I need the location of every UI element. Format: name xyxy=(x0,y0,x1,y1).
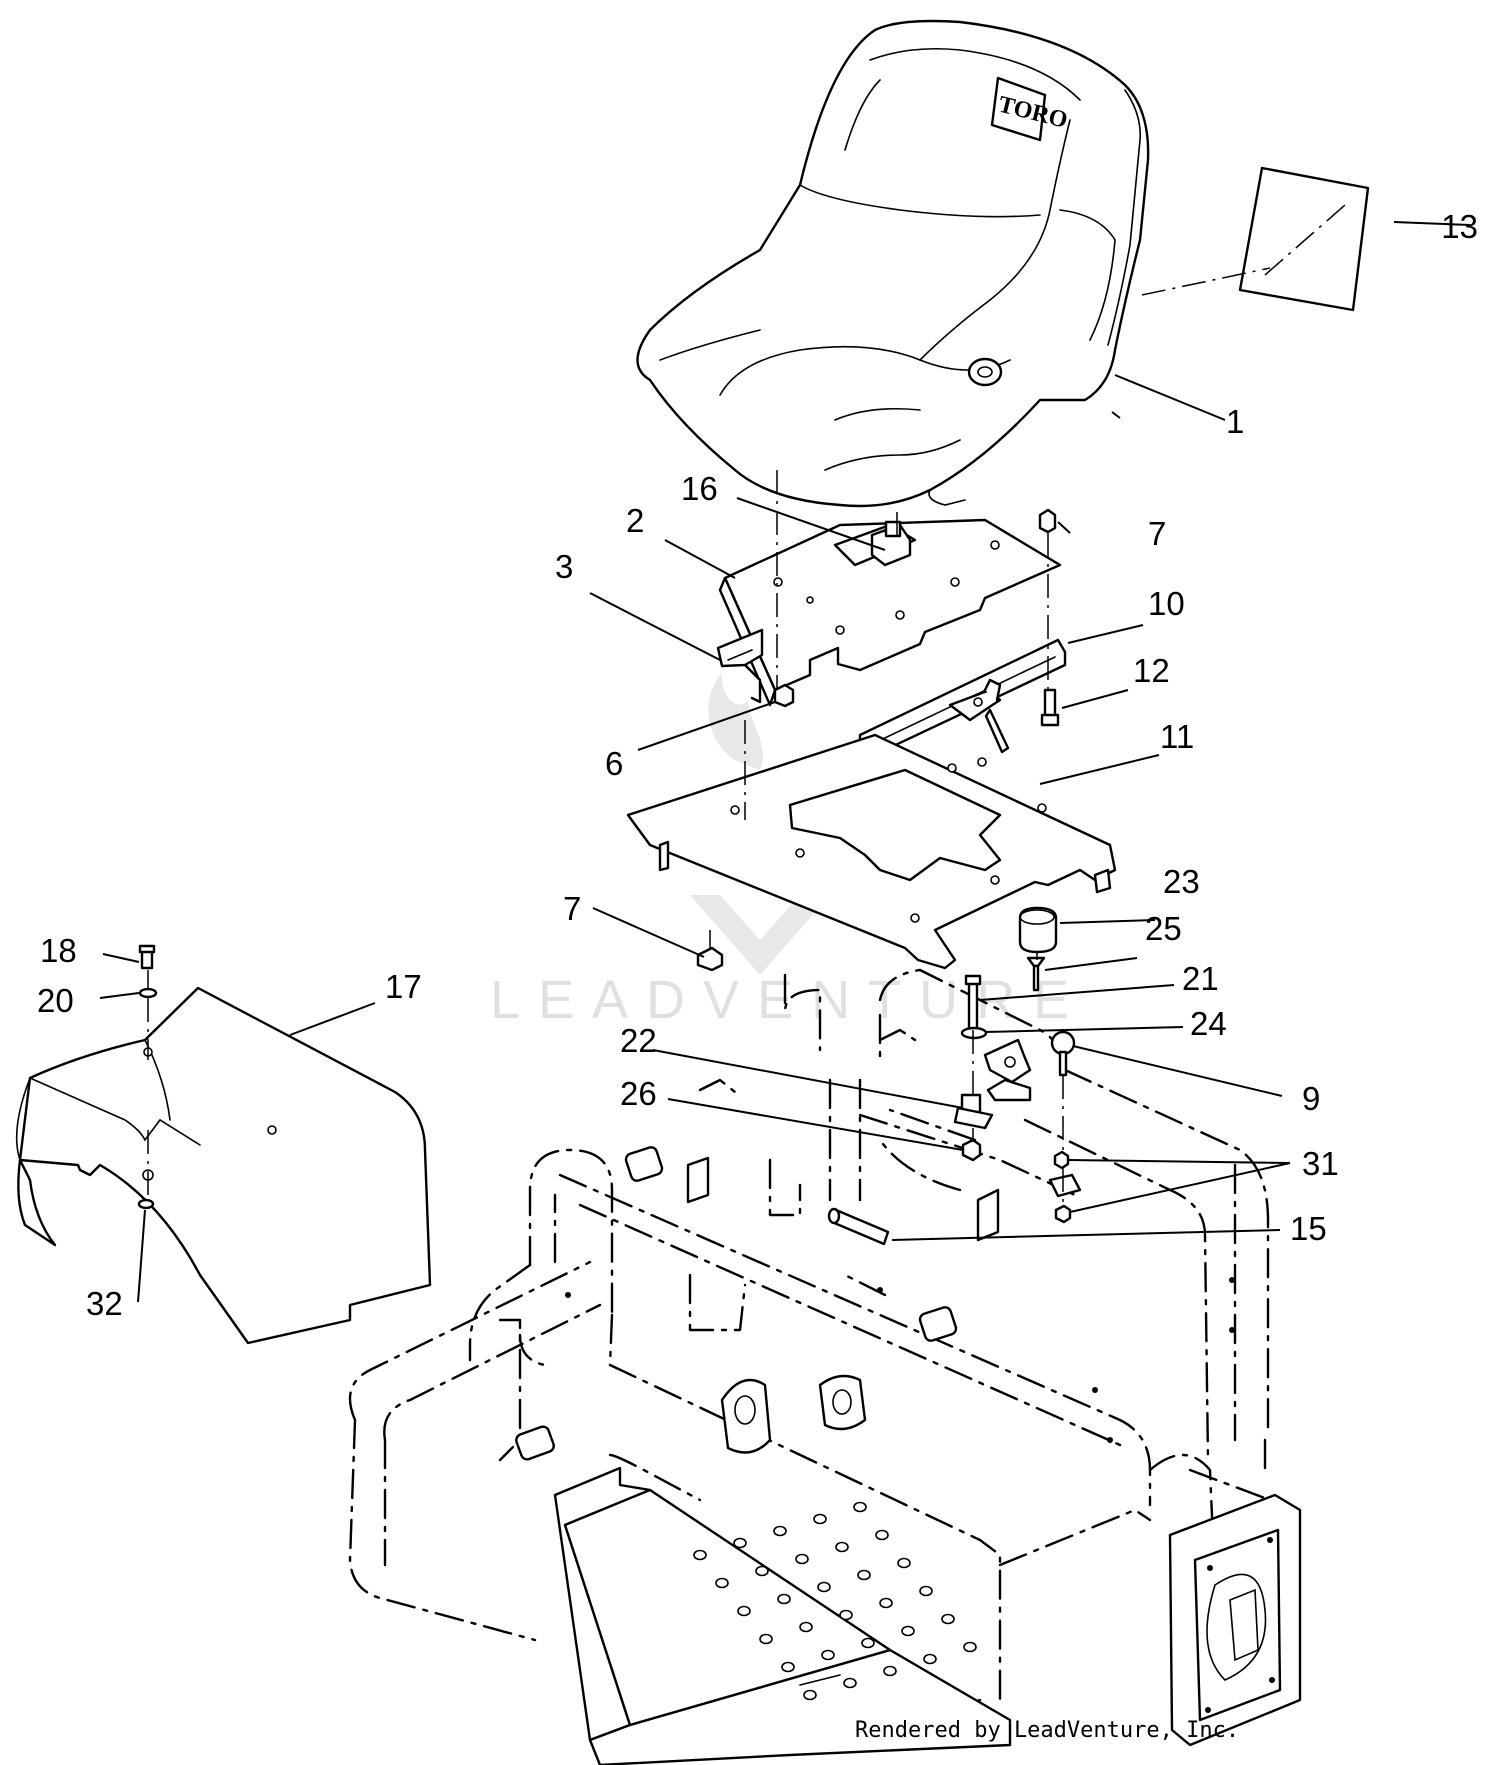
callout-9: 9 xyxy=(1302,1080,1320,1117)
footrest-hole xyxy=(839,1609,853,1621)
footrest-holes xyxy=(693,1501,977,1701)
toro-logo-plate xyxy=(990,76,1047,142)
footrest-hole xyxy=(879,1597,893,1609)
callout-31: 31 xyxy=(1302,1145,1339,1182)
watermark-text: LEADVENTURE xyxy=(490,970,1087,1030)
callout-1: 1 xyxy=(1226,403,1244,440)
callout-16: 16 xyxy=(681,470,718,507)
callout-7-lower: 7 xyxy=(563,890,581,927)
footrest-hole xyxy=(821,1649,835,1661)
footrest-hole xyxy=(737,1605,751,1617)
callout-17: 17 xyxy=(385,968,422,1005)
callout-23: 23 xyxy=(1163,863,1200,900)
footrest-hole xyxy=(861,1637,875,1649)
callout-21: 21 xyxy=(1182,960,1219,997)
callout-2: 2 xyxy=(626,502,644,539)
callout-12: 12 xyxy=(1133,652,1170,689)
seat-switch xyxy=(870,512,912,567)
callout-26: 26 xyxy=(620,1075,657,1112)
leader-lines xyxy=(99,221,1471,1303)
footrest-hole xyxy=(901,1625,915,1637)
footrest-hole xyxy=(817,1581,831,1593)
callout-10: 10 xyxy=(1148,585,1185,622)
callout-11: 11 xyxy=(1160,718,1194,755)
footrest-hole xyxy=(941,1613,955,1625)
footrest-hole xyxy=(875,1529,889,1541)
side-shroud xyxy=(15,986,432,1345)
footrest-hole xyxy=(919,1585,933,1597)
footrest-hole xyxy=(897,1557,911,1569)
callout-7-upper: 7 xyxy=(1148,515,1166,552)
footrest-hole xyxy=(803,1689,817,1701)
callout-15: 15 xyxy=(1290,1210,1327,1247)
footrest-hole xyxy=(857,1569,871,1581)
footrest-hole xyxy=(799,1621,813,1633)
frame-side-plate xyxy=(1168,1493,1302,1747)
footrest-hole xyxy=(843,1677,857,1689)
callout-18: 18 xyxy=(40,932,77,969)
callout-3: 3 xyxy=(555,548,573,585)
seat-slide xyxy=(716,628,764,704)
footrest-hole xyxy=(759,1633,773,1645)
footrest-hole xyxy=(773,1525,787,1537)
hardware xyxy=(137,508,1082,1246)
footrest-hole xyxy=(715,1577,729,1589)
callout-32: 32 xyxy=(86,1285,123,1322)
seat-mount-plate xyxy=(626,733,1117,970)
callout-13: 13 xyxy=(1441,208,1478,245)
footrest-plate xyxy=(553,1466,1012,1765)
footrest-hole xyxy=(693,1549,707,1561)
callout-20: 20 xyxy=(37,982,74,1019)
footrest-hole xyxy=(963,1641,977,1653)
footrest-hole xyxy=(755,1565,769,1577)
assembly-lines xyxy=(147,470,1064,1206)
render-credit: Rendered by LeadVenture, Inc. xyxy=(855,1718,1240,1743)
callout-24: 24 xyxy=(1190,1005,1227,1042)
seat: TORO xyxy=(636,19,1150,508)
footrest-hole xyxy=(883,1665,897,1677)
footrest-hole xyxy=(835,1541,849,1553)
callout-labels: 1 2 3 6 7 7 9 10 11 12 13 15 16 17 18 20… xyxy=(37,208,1478,1322)
frame-brackets xyxy=(515,1078,1235,1483)
footrest-hole xyxy=(853,1501,867,1513)
callout-6: 6 xyxy=(605,745,623,782)
footrest-hole xyxy=(813,1513,827,1525)
decal xyxy=(1141,166,1370,312)
footrest-hole xyxy=(781,1661,795,1673)
footrest-hole xyxy=(795,1553,809,1565)
callout-25: 25 xyxy=(1145,910,1182,947)
footrest-hole xyxy=(923,1653,937,1665)
footrest-hole xyxy=(777,1593,791,1605)
callout-22: 22 xyxy=(620,1022,657,1059)
footrest-hole xyxy=(733,1537,747,1549)
